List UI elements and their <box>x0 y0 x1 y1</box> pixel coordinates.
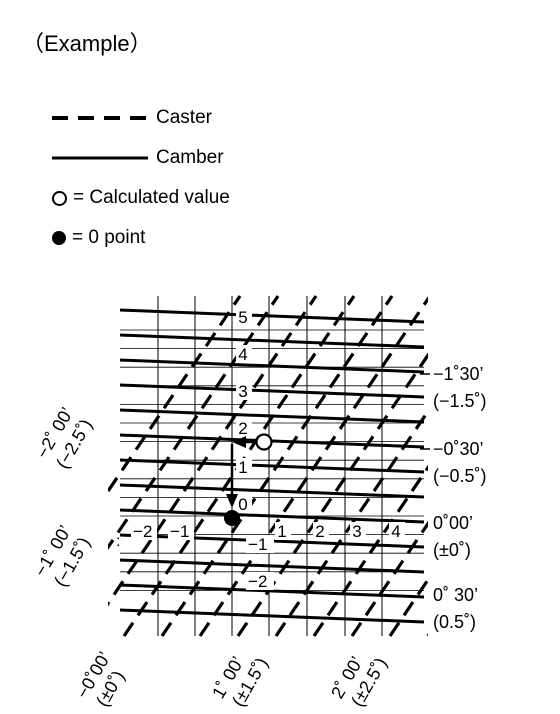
label-background <box>236 382 252 400</box>
caster-line <box>236 352 428 637</box>
label-background <box>389 522 405 540</box>
right-label-deg-4: 0˚ 30’ <box>433 585 478 605</box>
label-background <box>168 522 194 540</box>
vertical-arrow <box>226 444 238 508</box>
bottom-labels: −0˚00’ (±0˚) 1˚ 00’ (±1.5˚) 2˚ 00’ (±2.5… <box>72 648 391 710</box>
zero-point-marker <box>224 510 240 526</box>
right-label-dec-2: (−0.5˚) <box>433 466 487 486</box>
legend-caster: Caster <box>52 106 212 130</box>
camber-line <box>119 558 425 574</box>
col-label-1: 1 <box>277 522 286 541</box>
calculated-value-marker <box>255 433 273 451</box>
horizontal-arrow <box>232 436 256 448</box>
legend-zero-point-label: = 0 point <box>72 227 146 248</box>
caster-line <box>274 408 428 637</box>
caster-line <box>108 295 242 494</box>
camber-line <box>119 383 425 399</box>
left-colon-mark: : <box>116 533 120 550</box>
label-background <box>236 495 252 513</box>
right-labels: −1˚30’ (−1.5˚) −0˚30’ (−0.5˚) 0˚00’ (±0˚… <box>420 364 487 632</box>
row-label-5: 5 <box>238 308 247 327</box>
legend-zero-point: = 0 point <box>52 226 145 250</box>
camber-line <box>119 333 425 349</box>
legend-camber: Camber <box>52 146 224 170</box>
camber-line <box>119 608 425 624</box>
col-label-4: 4 <box>391 522 400 541</box>
right-label-deg-3: 0˚00’ <box>433 513 473 533</box>
right-label-dec-4: (0.5˚) <box>433 612 476 632</box>
right-label-dec-1: (−1.5˚) <box>433 391 487 411</box>
row-label-minus-2: −2 <box>248 572 267 591</box>
label-background <box>246 535 274 553</box>
label-background <box>313 522 329 540</box>
left-labels: −2˚ 00’ (−2.5˚) −1˚ 00’ (−1.5˚) : <box>30 404 120 590</box>
caster-line <box>108 295 280 551</box>
label-background <box>236 458 252 476</box>
filled-dot-icon <box>52 231 66 245</box>
row-label-4: 4 <box>238 345 247 364</box>
right-label-deg-2: −0˚30’ <box>433 439 484 459</box>
col-label-minus-2: −2 <box>133 522 152 541</box>
row-label-3: 3 <box>238 382 247 401</box>
right-label-deg-1: −1˚30’ <box>433 364 484 384</box>
camber-line <box>119 308 425 324</box>
caster-line <box>108 295 318 607</box>
page-title: （Example） <box>22 31 152 56</box>
camber-line <box>119 458 425 474</box>
caster-line <box>312 464 428 637</box>
col-label-minus-1: −1 <box>170 522 189 541</box>
open-circle-icon <box>52 190 67 206</box>
row-label-2: 2 <box>238 419 247 438</box>
label-background <box>236 419 252 437</box>
label-background <box>246 572 274 590</box>
label-backgrounds <box>131 308 405 590</box>
col-label-3: 3 <box>352 522 361 541</box>
col-label-2: 2 <box>315 522 324 541</box>
label-background <box>236 345 252 363</box>
row-label-minus-1: −1 <box>248 535 267 554</box>
label-background <box>131 522 157 540</box>
legend-calculated: = Calculated value <box>52 186 230 210</box>
label-background <box>275 522 291 540</box>
label-background <box>350 522 366 540</box>
right-label-dec-3: (±0˚) <box>433 540 471 560</box>
legend-calculated-label: = Calculated value <box>73 187 230 208</box>
caster-line <box>198 296 428 637</box>
legend-camber-label: Camber <box>156 147 224 168</box>
row-label-0: 0 <box>238 495 247 514</box>
camber-line <box>119 358 425 374</box>
legend-caster-label: Caster <box>156 107 212 128</box>
caster-line-icon <box>52 116 148 120</box>
label-background <box>236 308 252 326</box>
camber-line <box>119 583 425 599</box>
camber-line <box>119 483 425 499</box>
caster-line <box>160 295 394 637</box>
row-label-1: 1 <box>238 458 247 477</box>
camber-line-icon <box>52 156 148 160</box>
